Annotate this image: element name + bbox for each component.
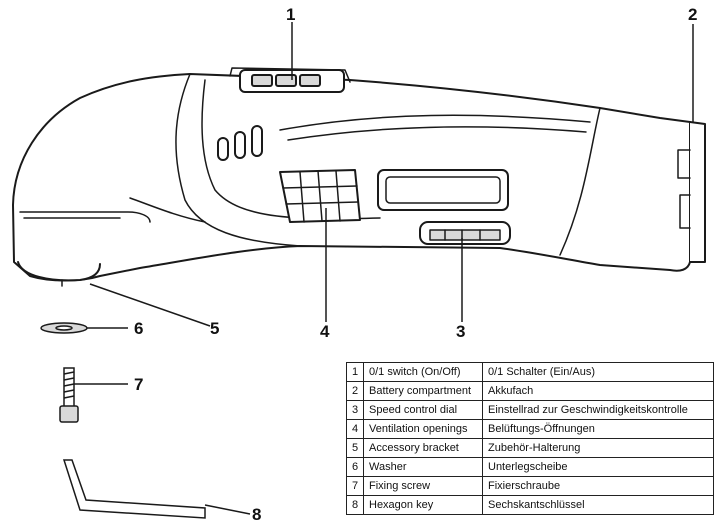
switch-key [251, 74, 273, 87]
legend-row: 1 0/1 switch (On/Off) 0/1 Schalter (Ein/… [346, 362, 714, 382]
housing-seam [559, 107, 601, 256]
legend-number: 4 [346, 419, 364, 439]
switch-key [299, 74, 321, 87]
legend-german: Sechskantschlüssel [482, 495, 714, 515]
legend-number: 5 [346, 438, 364, 458]
legend-german: 0/1 Schalter (Ein/Aus) [482, 362, 714, 382]
callout-1: 1 [286, 5, 296, 24]
legend-english: 0/1 switch (On/Off) [363, 362, 483, 382]
vent-bar [285, 201, 359, 205]
leader-5 [89, 283, 211, 327]
parts-legend-table: 1 0/1 switch (On/Off) 0/1 Schalter (Ein/… [346, 362, 714, 515]
legend-german: Einstellrad zur Geschwindigkeitskontroll… [482, 400, 714, 420]
speed-dial-teeth [429, 229, 501, 241]
callout-8: 8 [252, 505, 262, 524]
vent-bar [335, 170, 341, 222]
callout-7: 7 [134, 375, 144, 394]
legend-english: Speed control dial [363, 400, 483, 420]
legend-german: Belüftungs-Öffnungen [482, 419, 714, 439]
legend-row: 5 Accessory bracket Zubehör-Halterung [346, 438, 714, 458]
legend-english: Fixing screw [363, 476, 483, 496]
battery-slot [677, 149, 691, 179]
top-ridge [279, 114, 591, 131]
switch-key [275, 74, 297, 87]
legend-row: 3 Speed control dial Einstellrad zur Ges… [346, 400, 714, 420]
legend-row: 6 Washer Unterlegscheibe [346, 457, 714, 477]
legend-row: 4 Ventilation openings Belüftungs-Öffnun… [346, 419, 714, 439]
legend-english: Washer [363, 457, 483, 477]
leader-8 [204, 504, 251, 515]
legend-german: Zubehör-Halterung [482, 438, 714, 458]
hexagon-key [62, 459, 206, 519]
legend-row: 2 Battery compartment Akkufach [346, 381, 714, 401]
side-panel [377, 169, 509, 211]
vent-bar [299, 171, 305, 223]
legend-number: 8 [346, 495, 364, 515]
vent-bar [317, 170, 323, 222]
legend-german: Unterlegscheibe [482, 457, 714, 477]
vent-bar [282, 185, 358, 189]
legend-number: 1 [346, 362, 364, 382]
callout-3: 3 [456, 322, 466, 341]
head-seam [19, 211, 151, 223]
legend-row: 7 Fixing screw Fixierschraube [346, 476, 714, 496]
legend-german: Akkufach [482, 381, 714, 401]
legend-number: 6 [346, 457, 364, 477]
washer [40, 322, 88, 334]
grip-contour [175, 73, 301, 247]
head-contour [129, 197, 206, 223]
legend-english: Ventilation openings [363, 419, 483, 439]
legend-number: 2 [346, 381, 364, 401]
legend-english: Hexagon key [363, 495, 483, 515]
legend-german: Fixierschraube [482, 476, 714, 496]
side-panel-inset [385, 176, 501, 204]
legend-row: 8 Hexagon key Sechskantschlüssel [346, 495, 714, 515]
legend-number: 7 [346, 476, 364, 496]
legend-english: Battery compartment [363, 381, 483, 401]
legend-number: 3 [346, 400, 364, 420]
vent-slot [251, 125, 263, 157]
accessory-bracket [17, 261, 101, 282]
callout-5: 5 [210, 319, 220, 338]
vent-slot [217, 137, 229, 161]
callout-6: 6 [134, 319, 144, 338]
callout-4: 4 [320, 322, 330, 341]
battery-slot [679, 194, 691, 229]
fixing-screw [59, 367, 79, 423]
battery-compartment [689, 121, 706, 263]
callout-2: 2 [688, 5, 698, 24]
top-ridge [287, 126, 587, 141]
vent-slot [234, 131, 246, 159]
legend-english: Accessory bracket [363, 438, 483, 458]
